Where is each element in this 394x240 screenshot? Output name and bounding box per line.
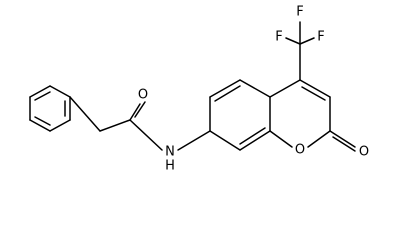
- acetamide-chain: [69, 96, 211, 151]
- atom-o-amide: O: [138, 88, 148, 103]
- pyranone-ring: [269, 79, 356, 152]
- phenyl-ring: [29, 85, 71, 132]
- atom-f-right: F: [317, 30, 324, 45]
- coumarin-benzo-ring: [209, 79, 271, 151]
- atom-f-left: F: [275, 30, 282, 45]
- atom-n-amide: N: [165, 145, 175, 160]
- atom-o-lactone-carbonyl: O: [359, 145, 369, 160]
- atom-h-amide: H: [165, 159, 175, 174]
- molecule-structure: O N H O O F F F: [29, 5, 369, 174]
- trifluoromethyl-group: [285, 21, 315, 81]
- atom-o-ring: O: [295, 143, 305, 158]
- atom-f-top: F: [296, 5, 303, 20]
